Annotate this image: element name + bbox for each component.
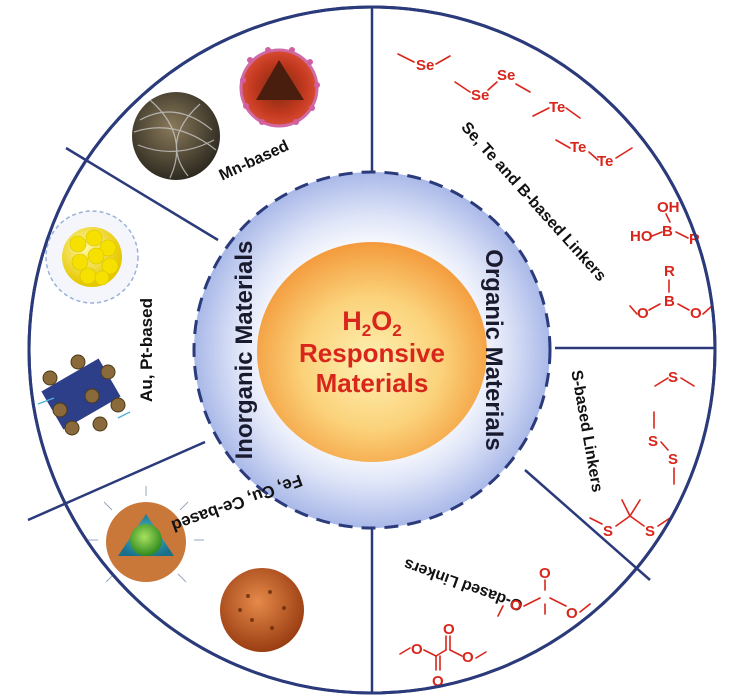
svg-text:S: S xyxy=(645,523,655,540)
svg-text:Te: Te xyxy=(549,99,565,116)
svg-text:Se: Se xyxy=(416,57,434,74)
svg-text:OH: OH xyxy=(657,199,680,216)
au-nanocluster-illustration xyxy=(45,210,139,304)
svg-text:Te: Te xyxy=(597,153,613,170)
svg-text:R: R xyxy=(689,231,700,248)
svg-text:O: O xyxy=(462,649,474,666)
au-pt-based-segment: Au, Pt-based xyxy=(37,210,156,436)
svg-text:O: O xyxy=(539,565,551,582)
center-core xyxy=(257,242,487,462)
boronic-ester-structure: R B O O xyxy=(629,263,713,322)
selenide-structure: Se xyxy=(397,53,451,74)
mn-nanocage-illustration xyxy=(132,92,220,180)
inner-ring-dashed-border xyxy=(192,170,552,530)
svg-text:O: O xyxy=(690,305,702,322)
ce-nanoparticle-illustration xyxy=(220,568,304,652)
svg-text:O: O xyxy=(411,641,423,658)
svg-text:Se: Se xyxy=(497,67,515,84)
svg-text:O: O xyxy=(443,621,455,638)
svg-text:O: O xyxy=(637,305,649,322)
svg-text:B: B xyxy=(662,223,673,240)
center-title-line2: Responsive xyxy=(299,338,445,368)
svg-text:O: O xyxy=(510,597,522,614)
svg-text:R: R xyxy=(664,263,675,280)
thioketal-structure: S S xyxy=(589,499,671,540)
ditelluride-structure: Te Te xyxy=(555,139,633,170)
telluride-structure: Te xyxy=(532,99,581,119)
center-title-line1: H2O2 xyxy=(342,306,401,340)
svg-text:B: B xyxy=(664,293,675,310)
fe-core-shell-illustration xyxy=(88,486,204,583)
inorganic-materials-label: Inorganic Materials xyxy=(231,241,258,460)
svg-text:Te: Te xyxy=(570,139,586,156)
thioether-structure: S xyxy=(654,369,695,387)
svg-text:S: S xyxy=(668,369,678,386)
svg-text:S: S xyxy=(603,523,613,540)
diselenide-structure: Se Se xyxy=(454,67,531,104)
organic-materials-label: Organic Materials xyxy=(480,249,507,450)
ketal-structure: O O O xyxy=(497,565,591,622)
outer-circle-border xyxy=(27,5,717,695)
disulfide-structure: S S xyxy=(648,411,678,485)
au-pt-based-label: Au, Pt-based xyxy=(137,298,156,402)
mn-core-shell-illustration xyxy=(239,47,320,128)
center-title-line3: Materials xyxy=(316,368,429,398)
svg-text:HO: HO xyxy=(630,228,653,245)
segment-dividers xyxy=(27,7,714,693)
svg-text:S: S xyxy=(668,451,678,468)
boronic-acid-structure: HO B OH R xyxy=(630,199,700,248)
oxalate-structure: O O O O xyxy=(399,621,487,690)
pt-framework-illustration xyxy=(37,354,131,436)
svg-text:O: O xyxy=(566,605,578,622)
svg-text:Se: Se xyxy=(471,87,489,104)
svg-text:S: S xyxy=(648,433,658,450)
